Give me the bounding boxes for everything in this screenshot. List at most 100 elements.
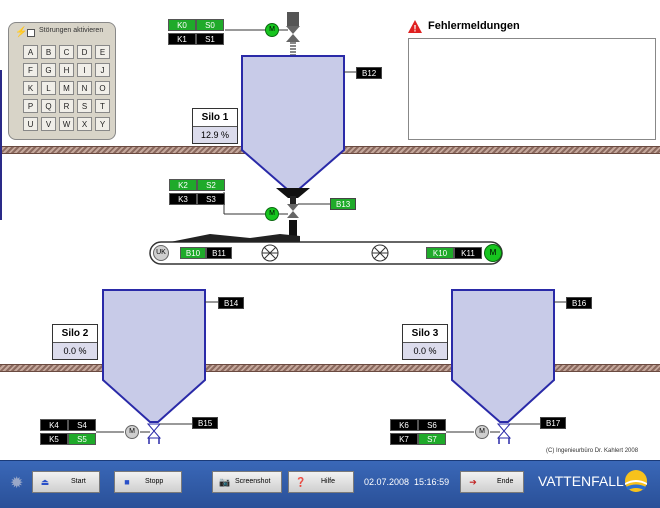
sensor-b12[interactable]: B12 — [356, 67, 383, 79]
feeder-motor-icon[interactable]: M — [265, 23, 279, 37]
silo-1-motor-icon[interactable]: M — [265, 207, 279, 221]
signal-k5[interactable]: K5 — [40, 433, 68, 445]
datetime: 02.07.2008 15:16:59 — [364, 477, 450, 487]
silo-1-label: Silo 1 12.9 % — [192, 108, 238, 144]
key-m[interactable]: M — [59, 81, 74, 95]
silo-2-motor-icon[interactable]: M — [125, 425, 139, 439]
silo-3-label: Silo 3 0.0 % — [402, 324, 448, 360]
key-b[interactable]: B — [41, 45, 56, 59]
key-f[interactable]: F — [23, 63, 38, 77]
feeder-hopper — [287, 12, 299, 26]
ende-button[interactable]: ➔ Ende — [460, 471, 524, 493]
key-y[interactable]: Y — [95, 117, 110, 131]
silo-2-body — [102, 289, 206, 423]
silo-3-motor-icon[interactable]: M — [475, 425, 489, 439]
key-p[interactable]: P — [23, 99, 38, 113]
silo-3-name: Silo 3 — [403, 325, 447, 343]
error-panel: ! Fehlermeldungen — [408, 20, 656, 140]
silo-2-level: 0.0 % — [53, 343, 97, 359]
key-g[interactable]: G — [41, 63, 56, 77]
hilfe-button[interactable]: ❓ Hilfe — [288, 471, 354, 493]
error-title: Fehlermeldungen — [428, 20, 520, 32]
key-o[interactable]: O — [95, 81, 110, 95]
signal-k11[interactable]: K11 — [454, 247, 482, 259]
signal-k10[interactable]: K10 — [426, 247, 454, 259]
signal-s5[interactable]: S5 — [68, 433, 96, 445]
key-i[interactable]: I — [77, 63, 92, 77]
brand-logo-text: VATTENFALL — [538, 473, 624, 489]
key-c[interactable]: C — [59, 45, 74, 59]
silo-1-body — [241, 55, 345, 191]
start-icon: ⏏ — [40, 477, 50, 487]
silo-1-level: 12.9 % — [193, 127, 237, 143]
signal-s0[interactable]: S0 — [196, 19, 224, 31]
left-edge-line — [0, 70, 2, 220]
silo-2-label: Silo 2 0.0 % — [52, 324, 98, 360]
key-x[interactable]: X — [77, 117, 92, 131]
signal-s1[interactable]: S1 — [196, 33, 224, 45]
signal-s2[interactable]: S2 — [197, 179, 225, 191]
key-t[interactable]: T — [95, 99, 110, 113]
svg-text:!: ! — [414, 24, 417, 34]
key-l[interactable]: L — [41, 81, 56, 95]
floor-hatch-lower — [0, 364, 660, 372]
stopp-button[interactable]: ■ Stopp — [114, 471, 182, 493]
key-k[interactable]: K — [23, 81, 38, 95]
warning-icon: ! — [408, 20, 422, 34]
silo-3-body — [451, 289, 555, 423]
disturbance-checkbox-label: Störungen aktivieren — [39, 27, 104, 34]
disturbance-checkbox[interactable] — [27, 29, 35, 37]
key-h[interactable]: H — [59, 63, 74, 77]
key-n[interactable]: N — [77, 81, 92, 95]
signal-k4[interactable]: K4 — [40, 419, 68, 431]
signal-k2[interactable]: K2 — [169, 179, 197, 191]
screenshot-button[interactable]: 📷 Screenshot — [212, 471, 282, 493]
silo-1-material — [276, 188, 310, 198]
key-u[interactable]: U — [23, 117, 38, 131]
lightning-icon: ⚡ — [15, 27, 28, 38]
silo-2-name: Silo 2 — [53, 325, 97, 343]
signal-k7[interactable]: K7 — [390, 433, 418, 445]
copyright-text: (C) Ingenieurbüro Dr. Kahlert 2008 — [546, 448, 639, 454]
key-d[interactable]: D — [77, 45, 92, 59]
signal-s4[interactable]: S4 — [68, 419, 96, 431]
sensor-b16[interactable]: B16 — [566, 297, 593, 309]
key-s[interactable]: S — [77, 99, 92, 113]
vattenfall-logo-icon — [624, 469, 648, 493]
key-v[interactable]: V — [41, 117, 56, 131]
sensor-b14[interactable]: B14 — [218, 297, 245, 309]
key-j[interactable]: J — [95, 63, 110, 77]
help-icon: ❓ — [295, 477, 307, 487]
sensor-b17[interactable]: B17 — [540, 417, 567, 429]
signal-k0[interactable]: K0 — [168, 19, 196, 31]
key-e[interactable]: E — [95, 45, 110, 59]
signal-s6[interactable]: S6 — [418, 419, 446, 431]
taskbar: ✹ ⏏ Start ■ Stopp 📷 Screenshot ❓ Hilfe 0… — [0, 460, 660, 508]
conveyor-belt — [149, 241, 503, 265]
sensor-b15[interactable]: B15 — [192, 417, 219, 429]
conveyor-motor-icon[interactable]: M — [484, 244, 502, 262]
signal-k1[interactable]: K1 — [168, 33, 196, 45]
key-w[interactable]: W — [59, 117, 74, 131]
signal-b11[interactable]: B11 — [206, 247, 232, 259]
conveyor-material — [170, 234, 300, 242]
key-a[interactable]: A — [23, 45, 38, 59]
feeder-valve — [286, 26, 300, 34]
camera-icon: 📷 — [219, 477, 231, 487]
start-button[interactable]: ⏏ Start — [32, 471, 100, 493]
error-list[interactable] — [408, 38, 656, 140]
signal-b10[interactable]: B10 — [180, 247, 206, 259]
sensor-b13[interactable]: B13 — [330, 198, 357, 210]
signal-s3[interactable]: S3 — [197, 193, 225, 205]
silo-1-name: Silo 1 — [193, 109, 237, 127]
key-q[interactable]: Q — [41, 99, 56, 113]
silo-3-level: 0.0 % — [403, 343, 447, 359]
signal-s7[interactable]: S7 — [418, 433, 446, 445]
signal-k6[interactable]: K6 — [390, 419, 418, 431]
conveyor-uk-icon[interactable]: UK — [153, 245, 169, 261]
key-r[interactable]: R — [59, 99, 74, 113]
plant-diagram — [96, 12, 566, 444]
gear-icon[interactable]: ✹ — [10, 475, 24, 492]
signal-k3[interactable]: K3 — [169, 193, 197, 205]
